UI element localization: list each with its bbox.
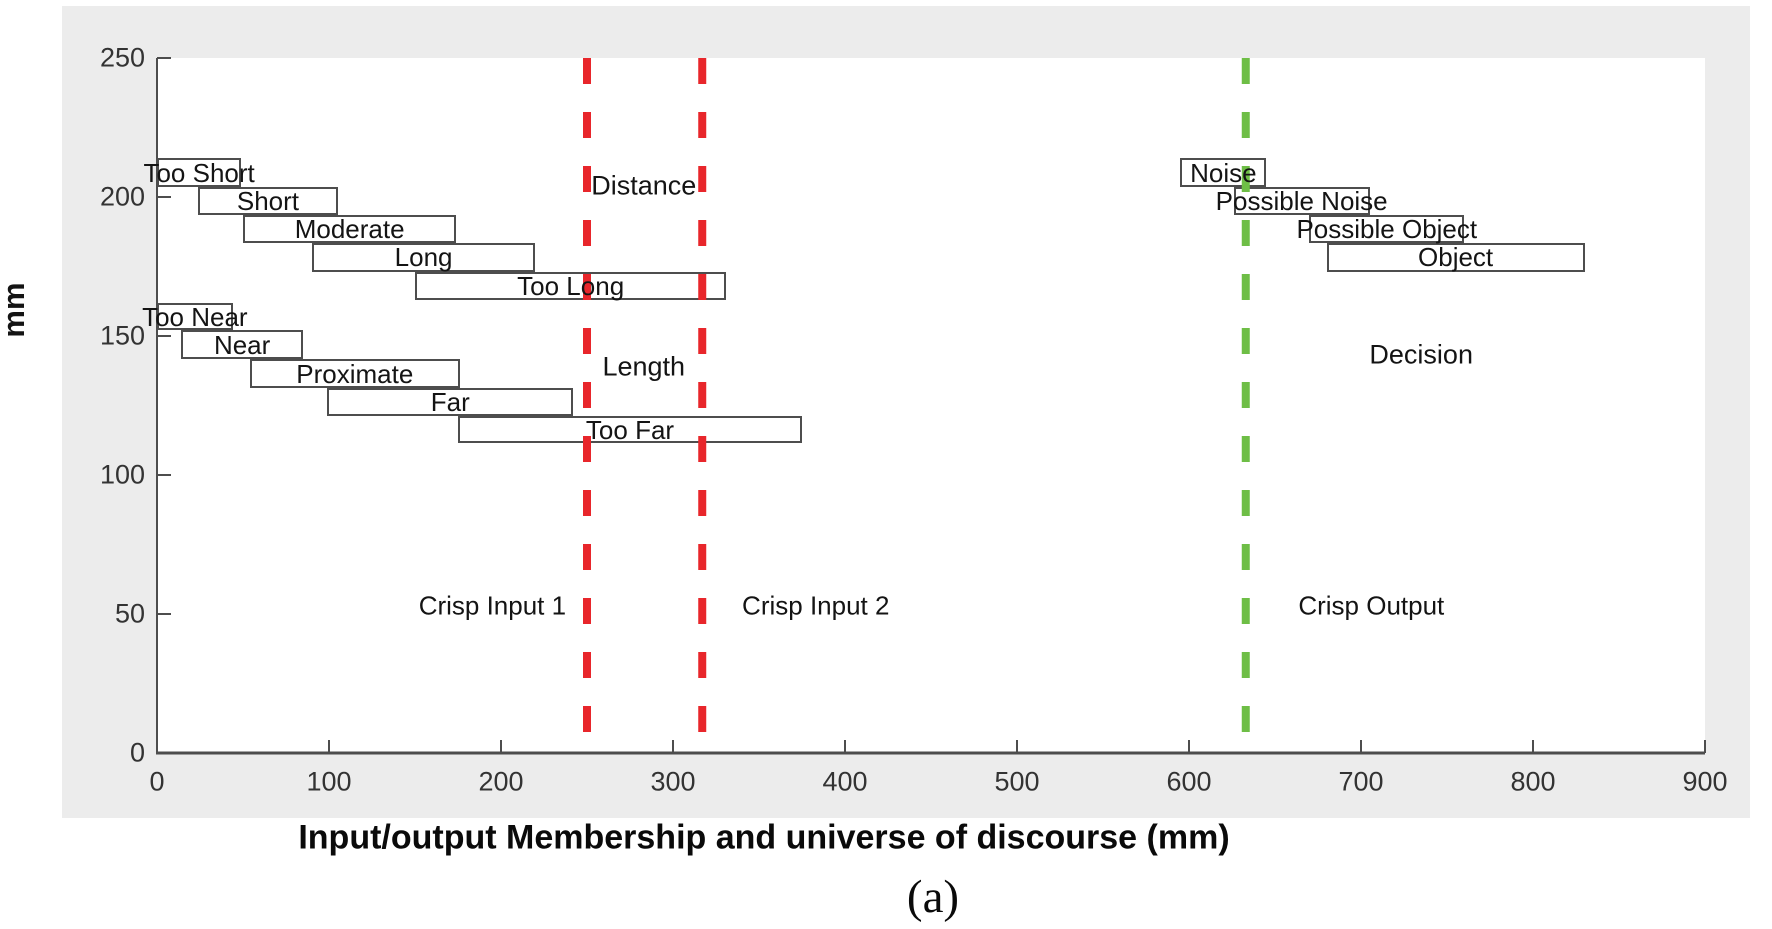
plot-area: [157, 58, 1705, 753]
y-axis-title: mm: [0, 282, 31, 338]
subfigure-caption: (a): [906, 871, 960, 923]
x-axis-title: Input/output Membership and universe of …: [298, 818, 1230, 857]
